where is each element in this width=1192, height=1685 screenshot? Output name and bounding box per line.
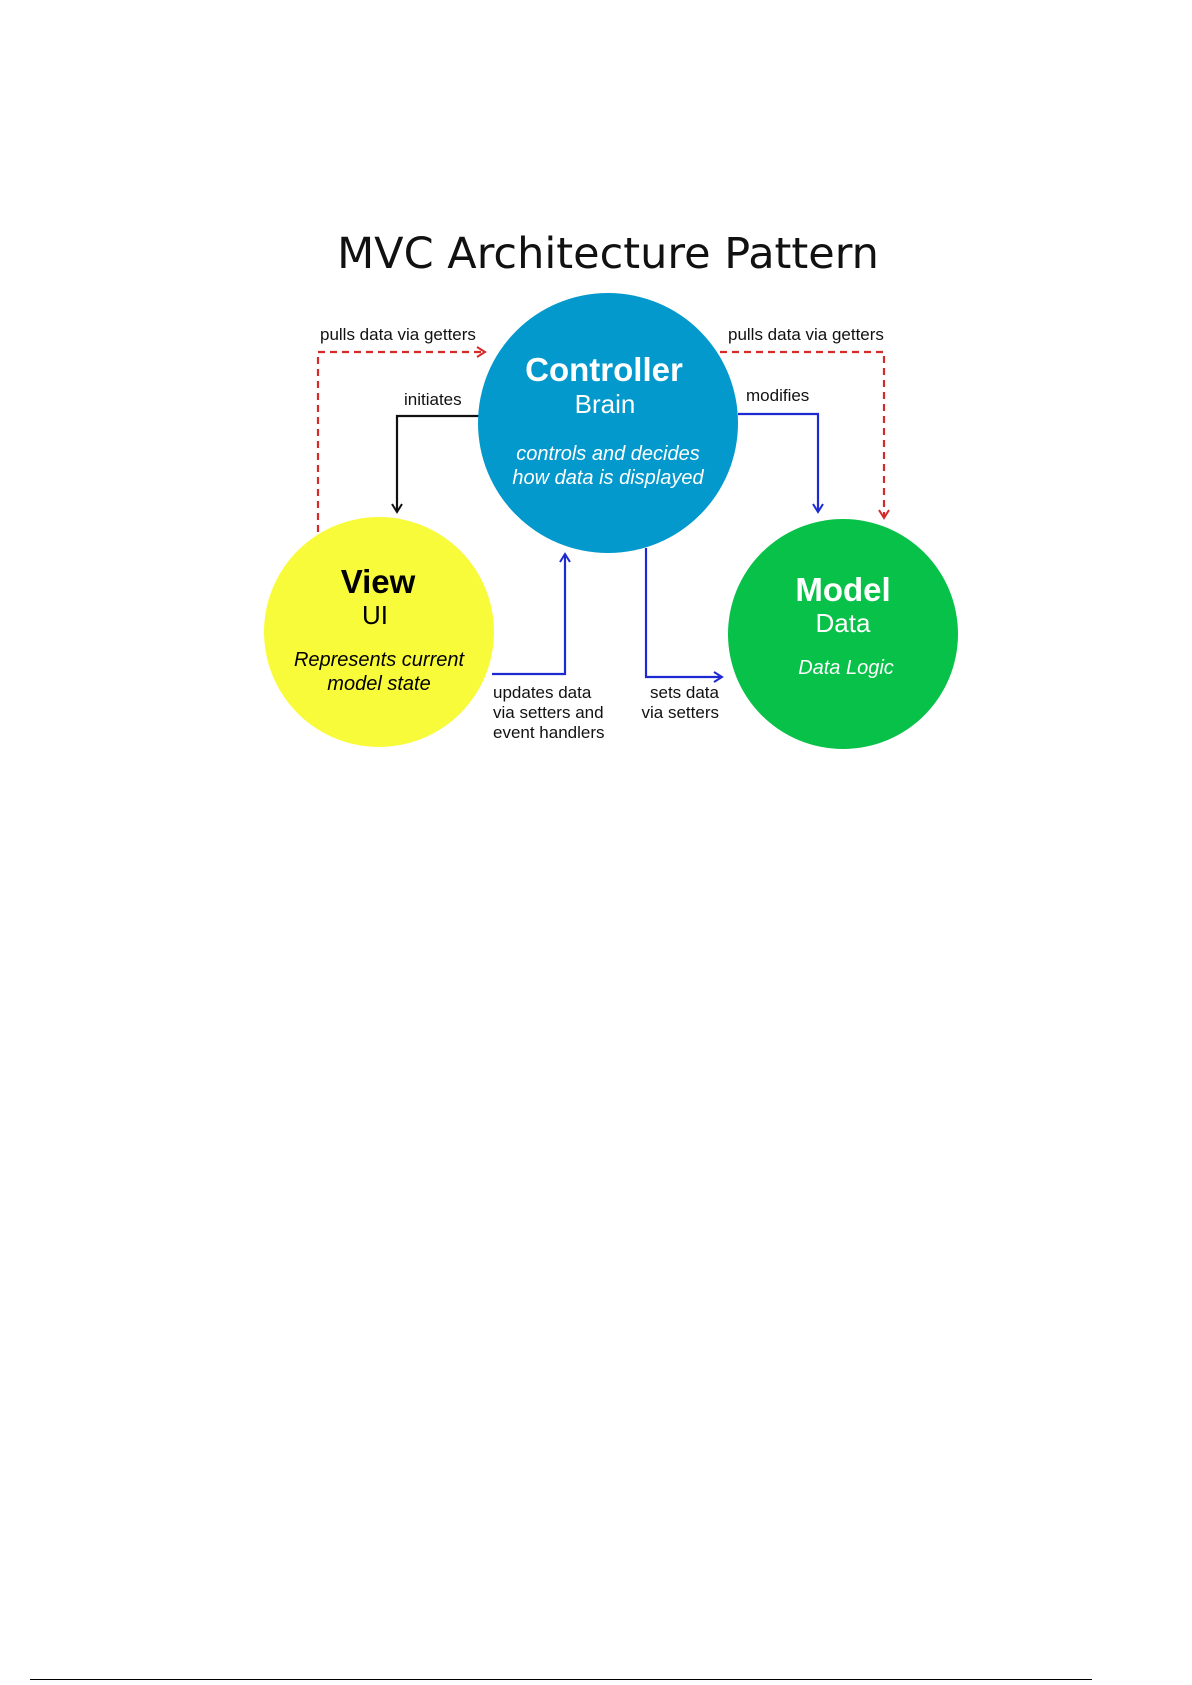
edge-controller-initiates-view: [397, 416, 480, 512]
arrow-modifies: [738, 414, 818, 512]
model-name: Model: [795, 571, 890, 608]
view-circle: [264, 517, 494, 747]
page-footer-rule: [30, 1679, 1092, 1680]
controller-subtitle: Brain: [575, 389, 636, 419]
arrow-updates-data: [492, 554, 565, 674]
view-description-line2: model state: [327, 673, 430, 695]
label-sets-data-line1: sets data: [650, 683, 720, 702]
view-description-line1: Represents current: [294, 649, 466, 671]
dashed-arrow-view-to-controller: [318, 352, 485, 532]
edge-controller-modifies-model: [738, 414, 818, 512]
edge-controller-pulls-model: [720, 352, 884, 518]
controller-description-line2: how data is displayed: [512, 467, 704, 489]
controller-description-line1: controls and decides: [516, 443, 699, 465]
controller-circle: [478, 293, 738, 553]
view-node: View UI Represents current model state: [264, 517, 494, 747]
dashed-arrow-controller-to-model: [720, 352, 884, 518]
label-updates-data-line2: via setters and: [493, 703, 604, 722]
label-sets-data-line2: via setters: [642, 703, 719, 722]
model-subtitle: Data: [816, 608, 871, 638]
label-updates-data-line3: event handlers: [493, 723, 605, 742]
label-updates-data-line1: updates data: [493, 683, 592, 702]
label-initiates: initiates: [404, 390, 462, 409]
edge-view-pulls-controller: [318, 352, 485, 532]
view-subtitle: UI: [362, 600, 388, 630]
label-model-pulls-data: pulls data via getters: [728, 325, 884, 344]
edge-view-updates-controller: [492, 554, 565, 674]
controller-node: Controller Brain controls and decides ho…: [478, 293, 738, 553]
model-node: Model Data Data Logic: [728, 519, 958, 749]
arrow-sets-data: [646, 548, 722, 677]
view-name: View: [341, 563, 416, 600]
label-modifies: modifies: [746, 386, 809, 405]
diagram-title: MVC Architecture Pattern: [337, 229, 879, 279]
controller-name: Controller: [525, 351, 683, 388]
model-description-line1: Data Logic: [798, 657, 894, 679]
label-view-pulls-data: pulls data via getters: [320, 325, 476, 344]
edge-controller-sets-model: [646, 548, 722, 677]
arrow-initiates: [397, 416, 480, 512]
